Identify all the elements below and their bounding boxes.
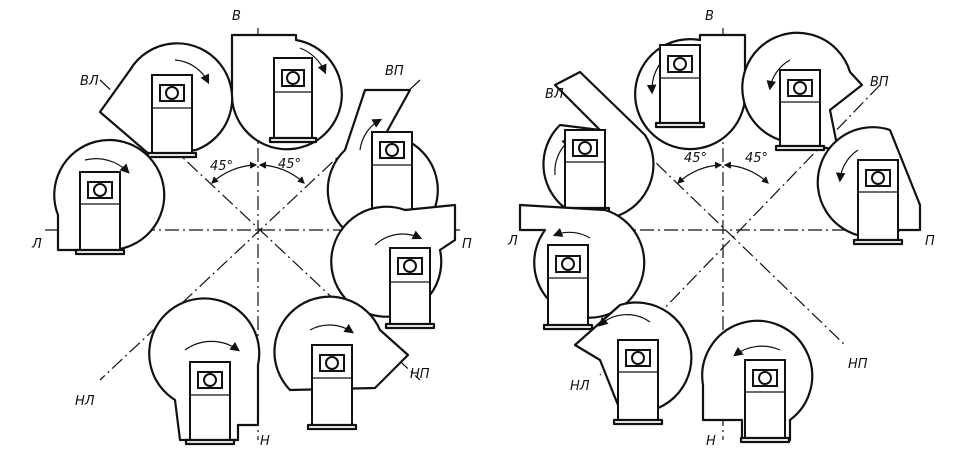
right-fan-left (518, 203, 646, 331)
right-label-top-left: ВЛ (545, 87, 564, 102)
left-fan-top-left (98, 42, 234, 159)
left-fan-left (53, 138, 166, 256)
left-label-left: Л (31, 237, 42, 252)
left-label-right: П (462, 237, 472, 252)
right-label-top: В (705, 9, 714, 24)
right-label-top-right: ВП (870, 75, 889, 90)
right-label-left: Л (507, 234, 518, 249)
right-label-right: П (925, 234, 935, 249)
left-label-top-left: ВЛ (80, 74, 99, 89)
right-angle-label-right: 45° (745, 151, 768, 166)
left-label-top-right: ВП (385, 64, 404, 79)
right-label-bottom-left: НЛ (570, 379, 590, 394)
right-label-bottom-right: НП (848, 357, 868, 372)
left-label-bottom: Н (260, 434, 270, 449)
right-angle-arcs (677, 161, 769, 184)
left-fan-top (230, 33, 343, 151)
left-angle-label-left: 45° (210, 159, 233, 174)
right-diagram: В ВЛ ВП Л П НЛ НП Н 45° 45° (507, 9, 935, 449)
left-label-bottom-left: НЛ (75, 394, 95, 409)
right-angle-label-left: 45° (684, 151, 707, 166)
left-diagram: В ВЛ ВП Л П НЛ НП Н 45° 45° (31, 9, 472, 449)
right-fan-bottom-left (573, 301, 693, 426)
left-label-bottom-right: НП (410, 367, 430, 382)
right-label-bottom: Н (706, 434, 716, 449)
right-fan-right (816, 126, 922, 246)
left-label-top: В (232, 9, 241, 24)
right-fan-bottom (701, 319, 814, 444)
left-angle-label-right: 45° (278, 157, 301, 172)
left-angle-arcs (211, 161, 305, 184)
left-fan-bottom-right (273, 295, 410, 431)
left-fan-right (330, 203, 457, 330)
right-fan-top (634, 33, 747, 151)
right-fan-top-right (741, 31, 864, 152)
left-fan-bottom (148, 297, 261, 446)
